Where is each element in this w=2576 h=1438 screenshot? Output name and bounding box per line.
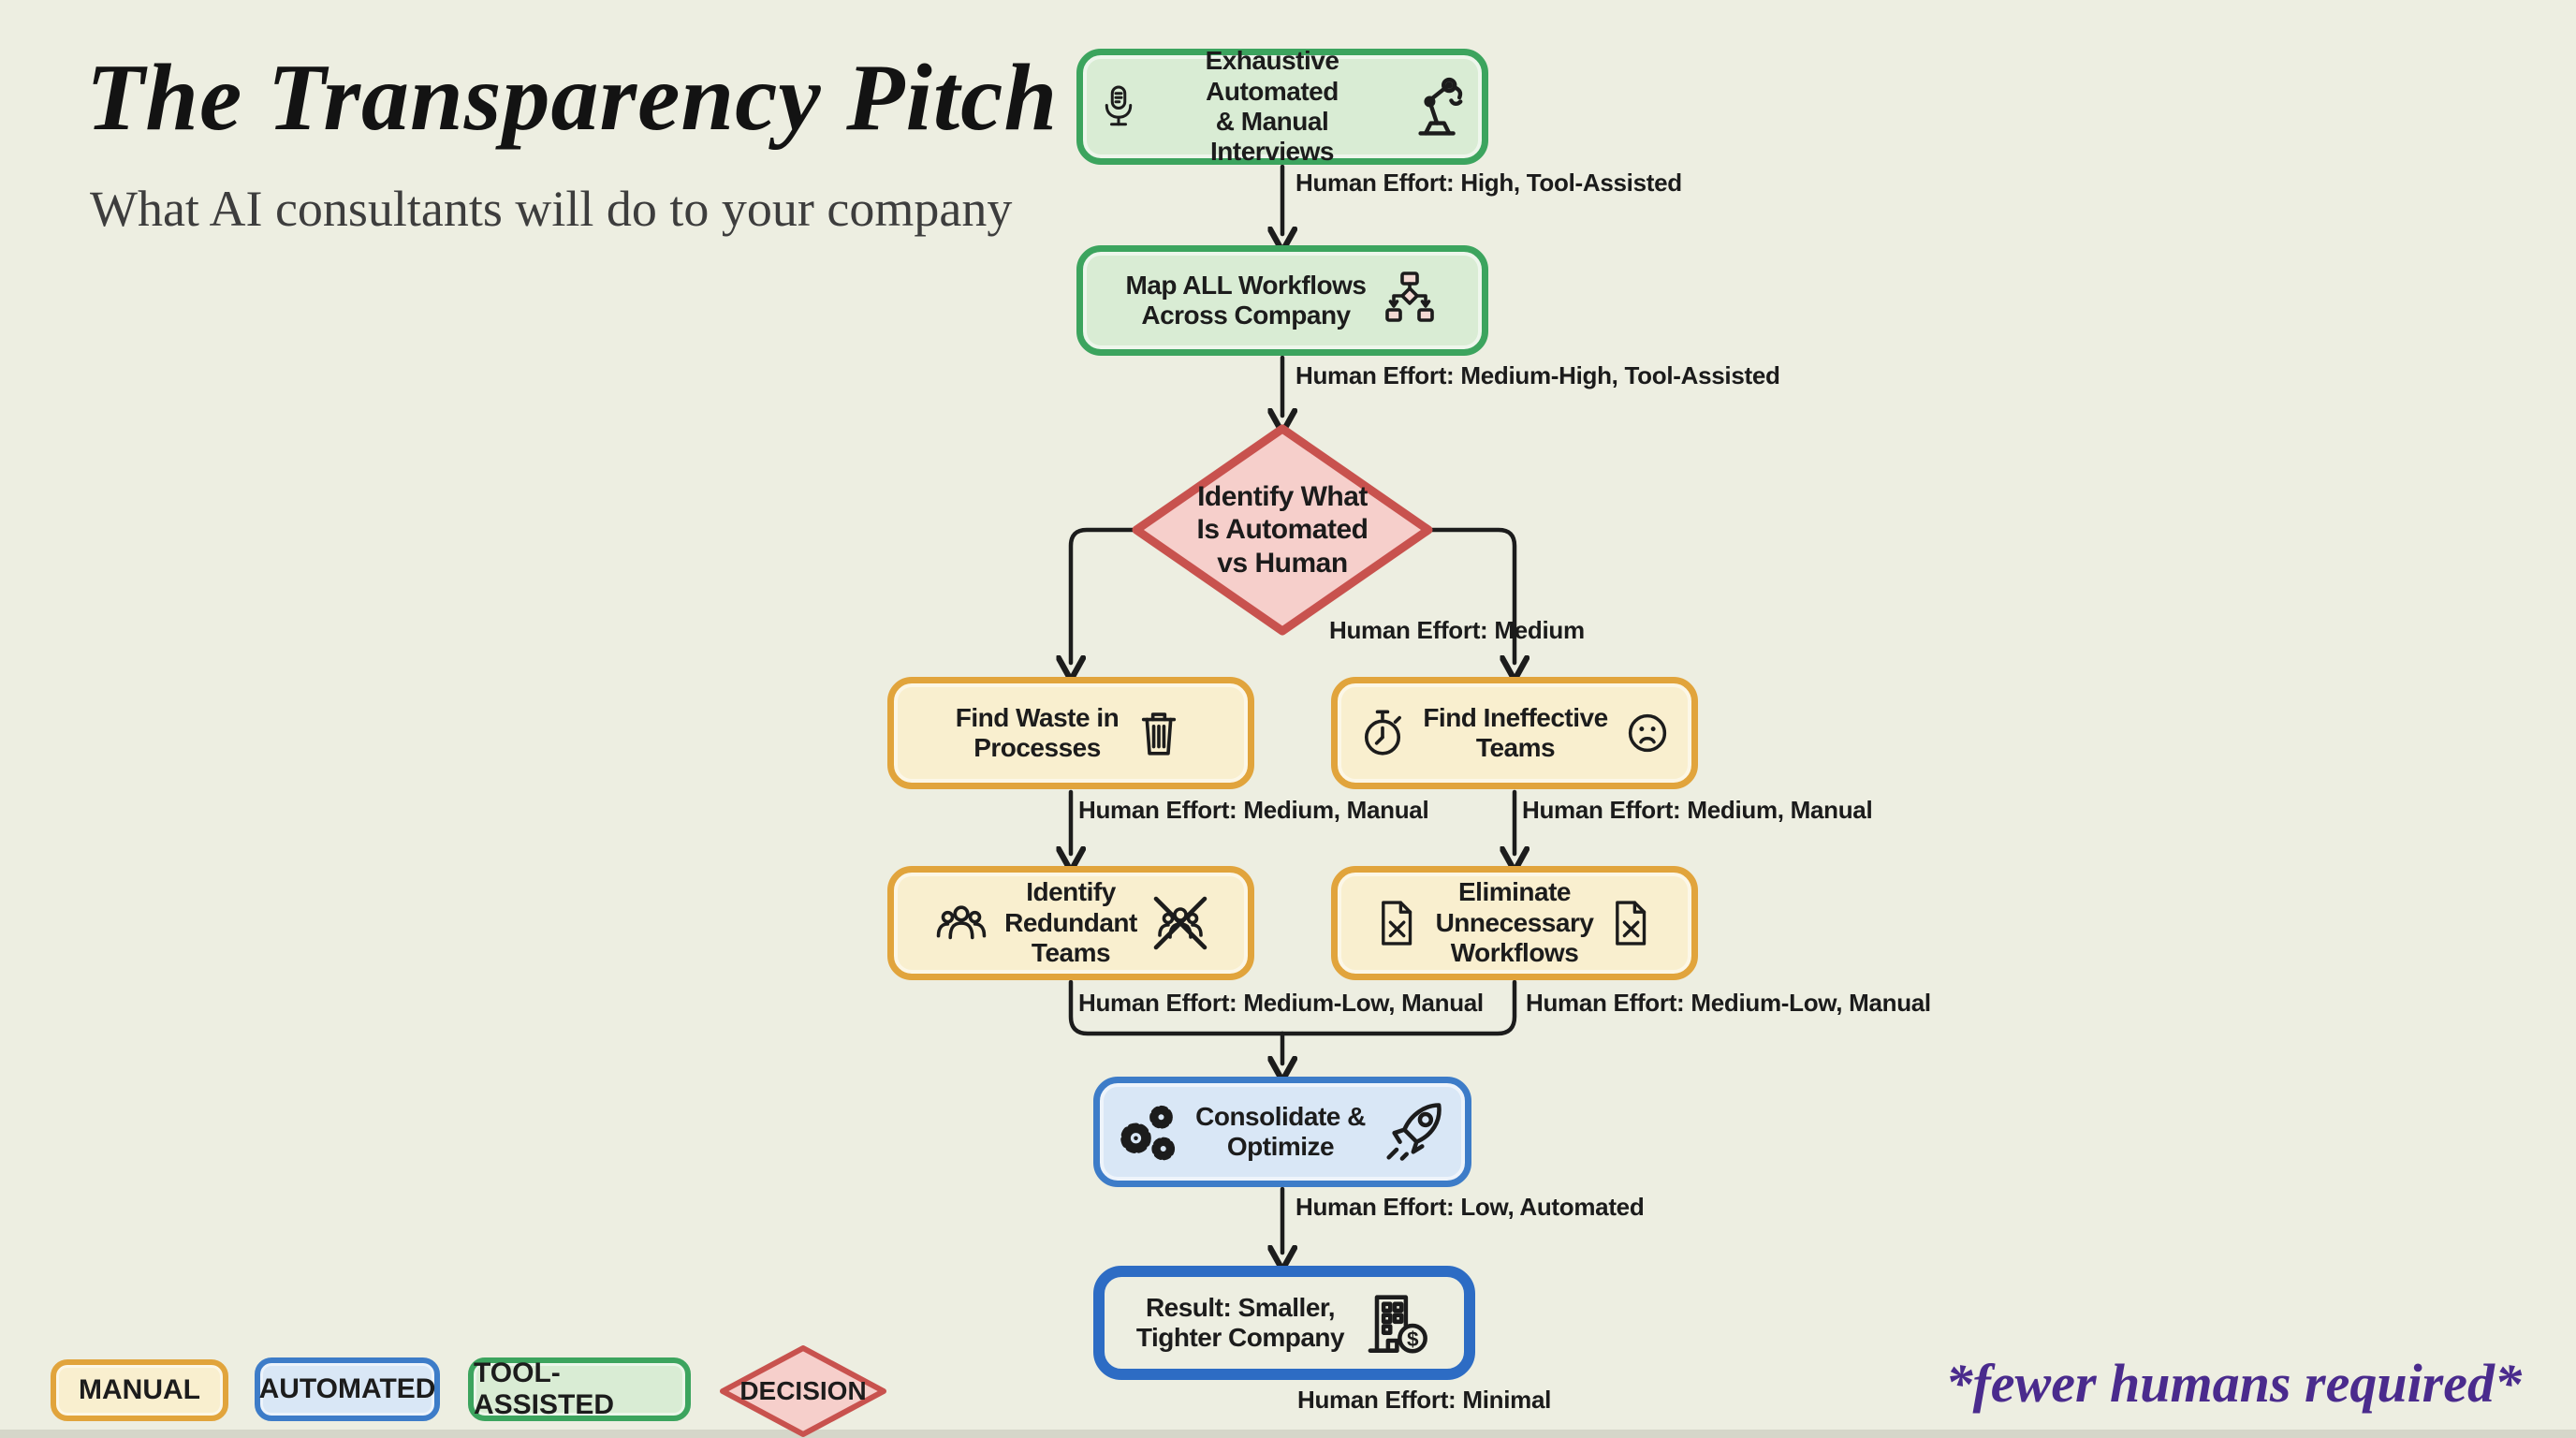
effort-label-interviews: Human Effort: High, Tool-Assisted <box>1295 169 1682 197</box>
document-x-icon <box>1381 901 1412 946</box>
legend-manual: MANUAL <box>51 1359 228 1421</box>
node-label: Exhaustive Automated & Manual Interviews <box>1205 46 1339 167</box>
legend-tool-assisted: TOOL-ASSISTED <box>468 1357 691 1421</box>
node-label: Identify Redundant Teams <box>1004 877 1137 968</box>
arrow-decision-to-find-waste <box>1071 527 1141 663</box>
node-find-ineffective: Find Ineffective Teams <box>1331 677 1698 789</box>
crossed-people-icon <box>1153 896 1208 950</box>
node-result: Result: Smaller, Tighter Company $ <box>1093 1266 1475 1380</box>
effort-label-decision: Human Effort: Medium <box>1329 616 1585 644</box>
page-subtitle: What AI consultants will do to your comp… <box>90 181 1013 237</box>
legend-automated: AUTOMATED <box>255 1357 440 1421</box>
rocket-icon <box>1386 1103 1442 1161</box>
merge-right-path <box>1280 979 1517 1036</box>
node-label: Map ALL Workflows Across Company <box>1125 270 1368 330</box>
node-find-waste: Find Waste in Processes <box>887 677 1254 789</box>
node-label: Find Waste in Processes <box>955 702 1120 762</box>
footnote: *fewer humans required* <box>1945 1353 2522 1414</box>
decision-diamond-shape <box>1132 424 1433 636</box>
bottom-edge-strip <box>0 1430 2576 1438</box>
sad-face-icon <box>1628 713 1666 753</box>
building-dollar-icon: $ <box>1368 1295 1428 1354</box>
legend-decision-diamond-shape <box>720 1345 886 1437</box>
node-label: Consolidate & Optimize <box>1195 1101 1366 1161</box>
node-identify-redundant: Identify Redundant Teams <box>887 866 1254 980</box>
node-exhaustive-interviews: Exhaustive Automated & Manual Interviews <box>1076 46 1488 167</box>
node-consolidate-optimize: Consolidate & Optimize <box>1093 1077 1471 1187</box>
legend-decision: DECISION <box>739 1376 867 1405</box>
node-label: Find Ineffective Teams <box>1423 702 1608 762</box>
effort-label-identify-redundant: Human Effort: Medium-Low, Manual <box>1078 989 1484 1017</box>
mini-flowchart-icon <box>1384 271 1434 322</box>
people-group-icon <box>936 905 987 940</box>
robot-arm-icon <box>1418 77 1463 136</box>
svg-text:$: $ <box>1407 1328 1419 1351</box>
trash-icon <box>1142 712 1177 756</box>
effort-label-eliminate-workflows: Human Effort: Medium-Low, Manual <box>1526 989 1931 1017</box>
node-decision: Identify What Is Automated vs Human <box>1196 480 1368 579</box>
node-label: Eliminate Unnecessary Workflows <box>1435 877 1594 968</box>
node-label: Result: Smaller, Tighter Company <box>1135 1292 1345 1352</box>
effort-label-find-waste: Human Effort: Medium, Manual <box>1078 796 1429 824</box>
document-x-icon <box>1616 901 1647 946</box>
microphone-icon <box>1105 85 1133 126</box>
node-map-workflows: Map ALL Workflows Across Company <box>1076 245 1488 356</box>
effort-label-consolidate: Human Effort: Low, Automated <box>1295 1193 1645 1221</box>
page-title: The Transparency Pitch <box>86 45 1059 151</box>
node-eliminate-workflows: Eliminate Unnecessary Workflows <box>1331 866 1698 980</box>
arrow-decision-to-find-ineffective <box>1424 527 1515 663</box>
effort-label-find-ineffective: Human Effort: Medium, Manual <box>1522 796 1873 824</box>
effort-label-result: Human Effort: Minimal <box>1297 1386 1552 1414</box>
stopwatch-icon <box>1365 710 1402 756</box>
effort-label-map-workflows: Human Effort: Medium-High, Tool-Assisted <box>1295 361 1780 389</box>
merge-left-path <box>1068 979 1285 1036</box>
gears-icon <box>1120 1105 1176 1161</box>
